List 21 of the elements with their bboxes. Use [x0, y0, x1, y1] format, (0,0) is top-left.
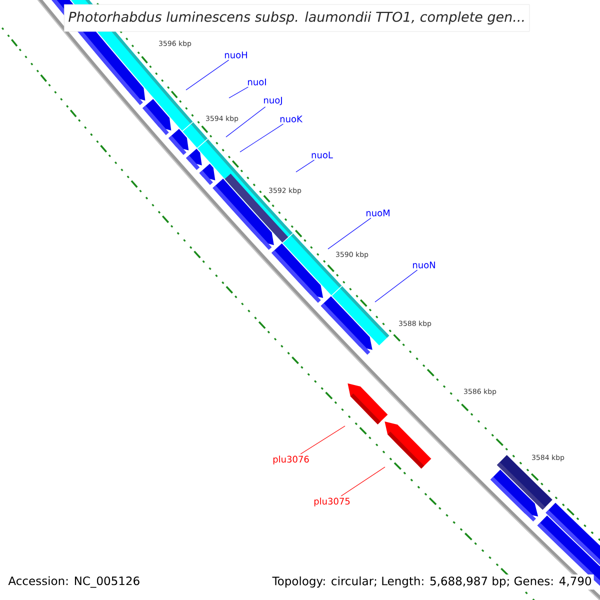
- gene-label: plu3075: [314, 498, 350, 506]
- leader-line: [374, 270, 418, 302]
- leader-line: [226, 106, 266, 138]
- gene-label: nuoN: [413, 262, 435, 268]
- gene-label: nuoJ: [264, 96, 282, 106]
- gene-label: nuoI: [248, 78, 266, 86]
- title-banner: Photorhabdus luminescens subsp. laumondii TTO1, complete gen...: [64, 4, 530, 32]
- gene-label: nuoL: [312, 152, 333, 158]
- genome-summary-text: Topology: circular; Length: 5,688,987 bp; Genes: 4,790: [270, 574, 594, 590]
- gene-label: nuoH: [224, 52, 247, 58]
- accession-text: Accession: NC_005126: [6, 574, 142, 590]
- leader-line: [340, 466, 386, 496]
- leader-line: [296, 160, 315, 172]
- gene-label: nuoK: [280, 116, 303, 122]
- gene-label: nuoM: [366, 210, 390, 216]
- leader-line: [186, 60, 230, 90]
- leader-line: [328, 218, 372, 250]
- gene-label: plu3076: [273, 456, 309, 464]
- leader-line: [240, 124, 284, 152]
- leader-line: [228, 86, 248, 98]
- leader-line: [300, 426, 346, 454]
